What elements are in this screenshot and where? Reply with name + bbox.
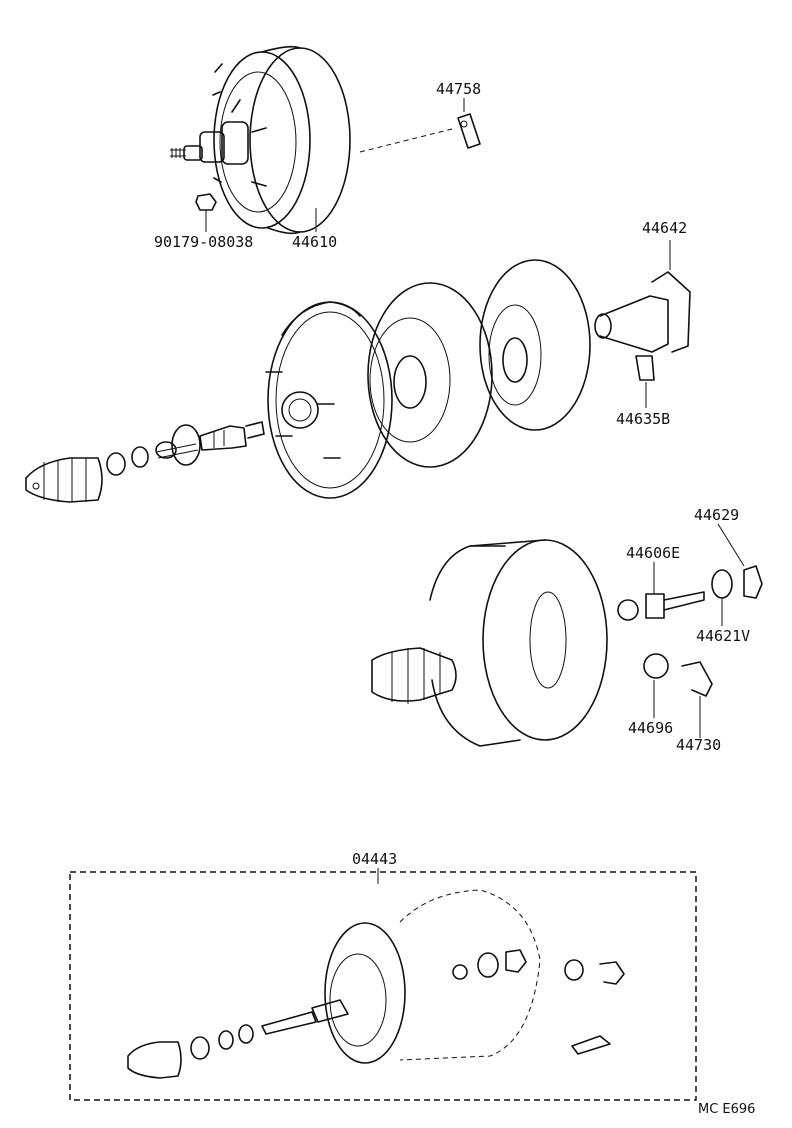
label-44621V: 44621V	[696, 627, 750, 645]
key-44635B	[635, 355, 655, 408]
clip-44758	[359, 98, 481, 153]
piston-rod-seals	[25, 421, 265, 503]
label-44606E: 44606E	[626, 544, 680, 562]
kit-components	[127, 868, 625, 1079]
label-44610: 44610	[292, 233, 337, 251]
booster-assembly	[170, 45, 351, 235]
label-44696: 44696	[628, 719, 673, 737]
label-44635B: 44635B	[616, 410, 670, 428]
label-44642: 44642	[642, 219, 687, 237]
label-04443: 04443	[352, 850, 397, 868]
check-valve-44696-44730	[643, 653, 713, 738]
label-44629: 44629	[694, 506, 739, 524]
parts-44606E-44621V-44629	[617, 523, 763, 626]
booster-rear-body	[429, 539, 608, 747]
label-90179-08038: 90179-08038	[154, 233, 253, 251]
label-44730: 44730	[676, 736, 721, 754]
label-44758: 44758	[436, 80, 481, 98]
diaphragm-plate	[367, 282, 493, 468]
kit-04443-box	[69, 871, 697, 1101]
front-shell	[265, 301, 393, 499]
rear-shell	[479, 259, 591, 431]
diagram-code: MC E696	[698, 1102, 755, 1117]
boot-44642	[594, 240, 691, 353]
boot-spring	[371, 647, 457, 704]
nut-90179	[195, 193, 217, 232]
